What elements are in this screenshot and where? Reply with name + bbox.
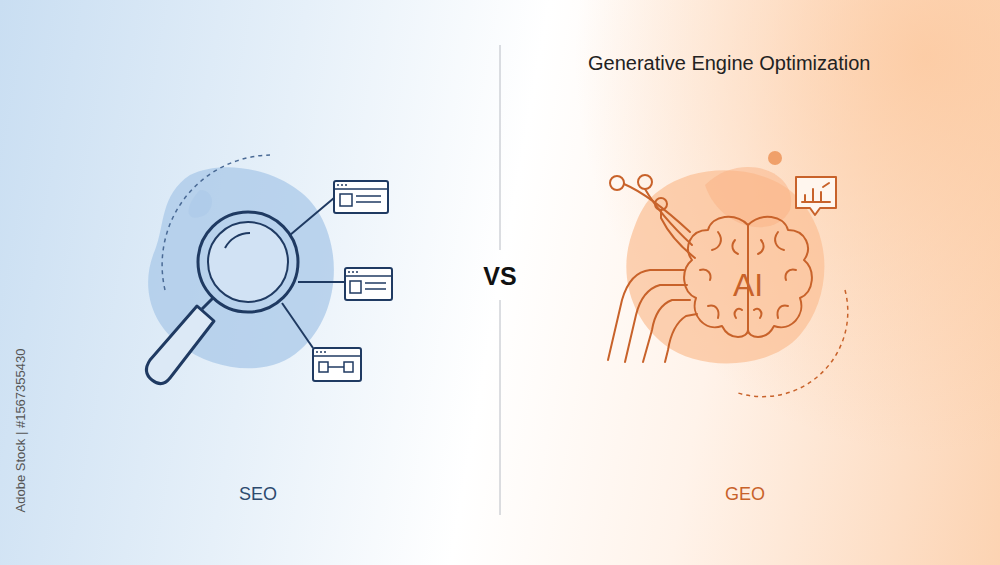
geo-illustration (608, 151, 848, 397)
vs-label: VS (483, 262, 516, 291)
diagram-title: Generative Engine Optimization (588, 52, 870, 75)
seo-illustration (146, 155, 392, 384)
ai-label: AI (733, 267, 763, 304)
watermark: Adobe Stock | #1567355430 (15, 348, 30, 512)
seo-label: SEO (239, 484, 277, 505)
geo-label: GEO (725, 484, 765, 505)
